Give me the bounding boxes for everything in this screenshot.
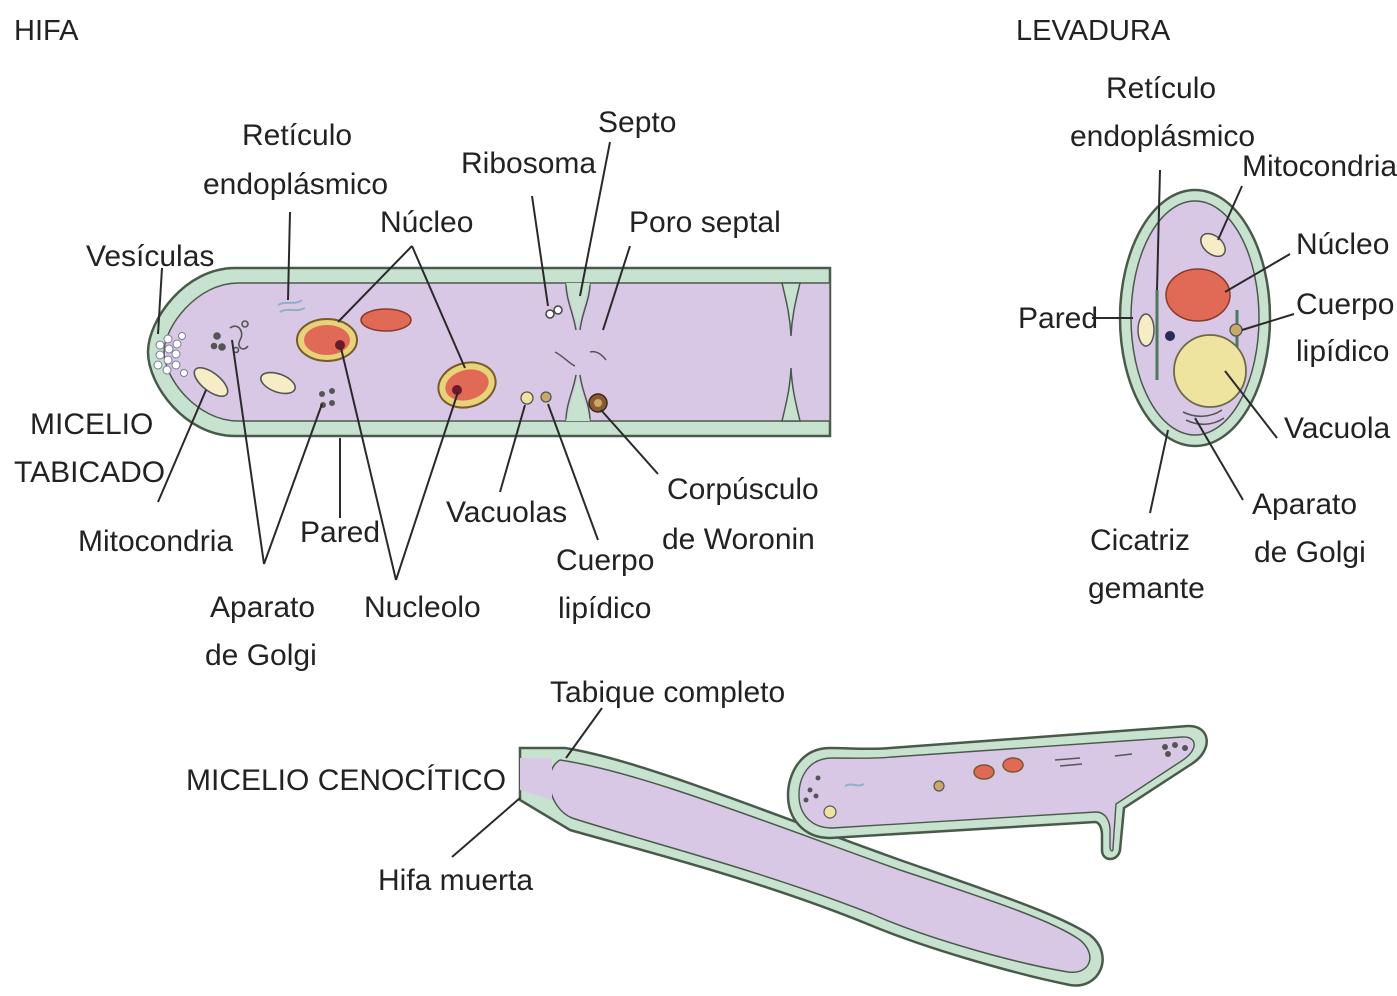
label-y-golgi-line2: de Golgi — [1254, 536, 1366, 569]
yeast-mitochondria-2 — [1138, 314, 1154, 346]
yeast-dark-granule — [1165, 331, 1175, 341]
label-y-nucleo: Núcleo — [1296, 228, 1389, 261]
nucleus-elongated — [361, 309, 411, 331]
label-tabique-completo: Tabique completo — [550, 676, 785, 709]
hypha-cytoplasm — [164, 283, 830, 421]
label-y-cuerpo-line1: Cuerpo — [1296, 288, 1394, 321]
label-vacuolas: Vacuolas — [446, 496, 567, 529]
nucleus-1 — [297, 319, 357, 361]
label-y-reticulo-line2: endoplásmico — [1070, 120, 1255, 153]
label-y-cicatriz-line1: Cicatriz — [1090, 524, 1190, 557]
label-reticulo-line2: endoplásmico — [203, 168, 388, 201]
heading-levadura: LEVADURA — [1016, 15, 1171, 47]
label-micelio-cenocitico: MICELIO CENOCÍTICO — [186, 764, 506, 797]
label-mitocondria: Mitocondria — [78, 525, 233, 558]
label-nucleolo: Nucleolo — [364, 591, 481, 624]
label-golgi-line1: Aparato — [210, 591, 315, 624]
yeast-nucleus — [1166, 269, 1230, 321]
label-corpusculo-line2: de Woronin — [662, 523, 815, 556]
lipid-body — [541, 392, 551, 402]
label-y-golgi-line1: Aparato — [1252, 488, 1357, 521]
septate-hypha — [148, 268, 830, 436]
label-corpusculo-line1: Corpúsculo — [667, 473, 819, 506]
label-poro-septal: Poro septal — [629, 206, 781, 239]
label-y-vacuola: Vacuola — [1284, 412, 1391, 445]
label-golgi-line2: de Golgi — [205, 639, 317, 672]
label-ribosoma: Ribosoma — [461, 147, 596, 180]
label-y-reticulo-line1: Retículo — [1106, 72, 1216, 105]
label-micelio-line2: TABICADO — [14, 456, 165, 489]
heading-hifa: HIFA — [14, 15, 79, 47]
label-y-mitocondria: Mitocondria — [1242, 150, 1397, 183]
label-reticulo-line1: Retículo — [242, 119, 352, 152]
vacuole — [521, 392, 533, 404]
label-pared: Pared — [300, 516, 380, 549]
label-cuerpo-line1: Cuerpo — [556, 544, 654, 577]
coenocytic-hypha — [520, 726, 1207, 986]
label-nucleo: Núcleo — [380, 206, 473, 239]
label-micelio-line1: MICELIO — [30, 408, 153, 441]
yeast-lipid — [1230, 324, 1242, 336]
label-hifa-muerta: Hifa muerta — [378, 864, 533, 897]
label-vesiculas: Vesículas — [86, 240, 214, 273]
woronin-body — [589, 394, 607, 412]
yeast-vacuole — [1174, 335, 1246, 407]
label-y-cicatriz-line2: gemante — [1088, 572, 1205, 605]
label-y-cuerpo-line2: lipídico — [1296, 335, 1389, 368]
yeast-cell — [1120, 190, 1270, 446]
label-septo: Septo — [598, 106, 676, 139]
label-cuerpo-line2: lipídico — [558, 592, 651, 625]
label-y-pared: Pared — [1018, 302, 1098, 335]
